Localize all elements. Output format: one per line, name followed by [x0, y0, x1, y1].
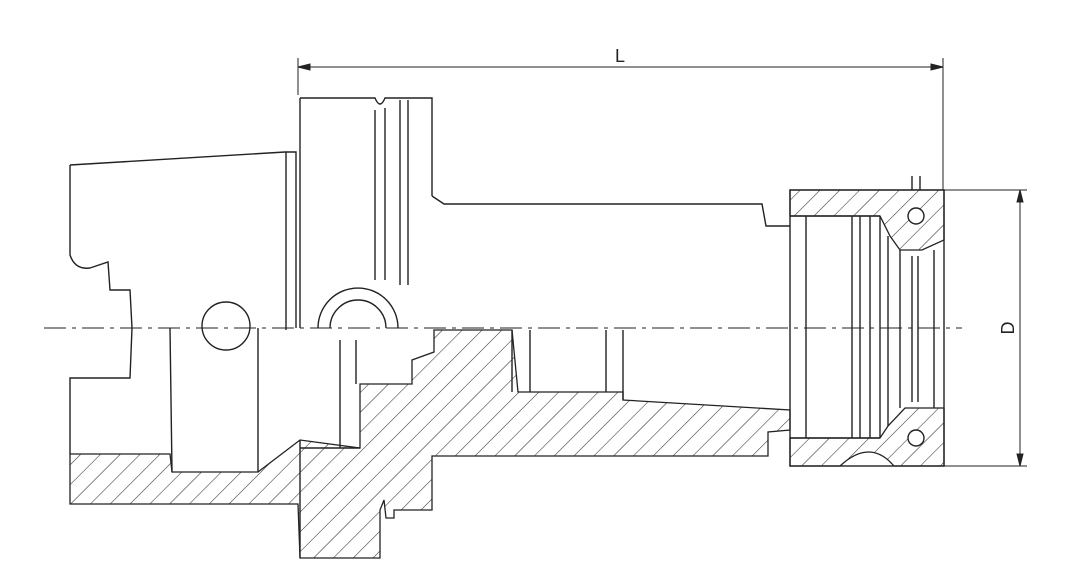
length-dimension-label: L	[615, 46, 625, 66]
holder-holes	[201, 207, 925, 447]
length-dimension	[297, 58, 944, 190]
holder-outline	[69, 97, 945, 558]
section-hatch-body	[69, 329, 791, 559]
nut-hatch-bottom	[789, 407, 945, 467]
diameter-dimension-label: D	[998, 322, 1018, 335]
diameter-dimension	[944, 189, 1027, 467]
